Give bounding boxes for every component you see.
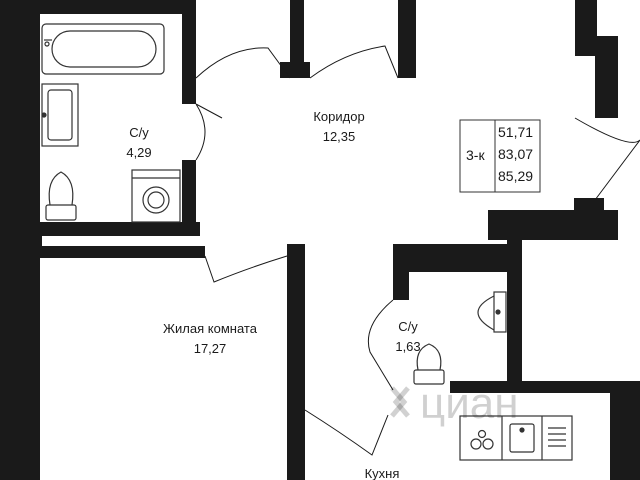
- total-area-with-balcony: 85,29: [498, 168, 533, 184]
- wall-block-left: [0, 236, 42, 256]
- corridor-label: Коридор: [313, 109, 364, 124]
- stove-burner-icon: [470, 438, 482, 450]
- total-area: 83,07: [498, 146, 533, 162]
- washing-machine: [131, 169, 181, 223]
- wall-small-bath-top: [393, 244, 520, 272]
- wall-stub-top: [290, 0, 304, 78]
- living-room-label: Жилая комната: [163, 321, 258, 336]
- bathroom-small-label: С/у: [398, 319, 418, 334]
- kitchen-label: Кухня: [365, 466, 400, 480]
- door-small-bath: [367, 299, 394, 391]
- wall-bathroom-right-top: [182, 0, 196, 104]
- door-kitchen: [304, 409, 389, 456]
- door-right-room: [574, 117, 640, 201]
- kitchen-sink-icon: [509, 423, 535, 453]
- wall-right-pillar: [575, 36, 618, 118]
- area-summary: 3-к 51,71 83,07 85,29: [459, 119, 541, 193]
- door-bathroom-main: [195, 103, 223, 161]
- doors: [195, 45, 640, 456]
- summary-box: [459, 119, 541, 193]
- door-top-right: [309, 45, 399, 79]
- bathroom-small-area: 1,63: [395, 339, 420, 354]
- sink-main: [41, 83, 79, 147]
- door-living: [204, 255, 288, 283]
- wall-bathroom-bottom: [40, 222, 200, 236]
- wall-corridor-right: [398, 0, 416, 78]
- toilet-main: [45, 171, 77, 221]
- wall-kitchen-top: [450, 381, 610, 393]
- living-area: 51,71: [498, 124, 533, 140]
- corridor-area: 12,35: [323, 129, 356, 144]
- sink-small: [477, 291, 507, 333]
- watermark: циан: [390, 379, 519, 428]
- wall-right-top: [575, 0, 597, 44]
- cian-logo-icon: [390, 386, 410, 418]
- wall-right-band: [488, 210, 618, 240]
- rooms-count: 3-к: [466, 147, 485, 163]
- bathroom-main-label: С/у: [129, 125, 149, 140]
- bathtub: [41, 23, 165, 75]
- wall-small-bath-right: [507, 240, 522, 390]
- bathroom-main-area: 4,29: [126, 145, 151, 160]
- watermark-text: циан: [420, 379, 519, 428]
- kitchen-counter: [459, 415, 573, 461]
- dishwasher-icon: [548, 427, 566, 447]
- wall-right-lower: [574, 198, 604, 210]
- door-top-left: [195, 47, 291, 79]
- wall-small-bath-left: [393, 262, 409, 300]
- wall-top-bathroom: [40, 0, 195, 14]
- wall-living-right: [287, 244, 305, 480]
- wall-kitchen-right: [610, 381, 640, 480]
- living-room-area: 17,27: [194, 341, 227, 356]
- wall-living-top: [40, 246, 205, 258]
- toilet-small: [413, 343, 445, 385]
- wall-bathroom-right-bottom: [182, 160, 196, 228]
